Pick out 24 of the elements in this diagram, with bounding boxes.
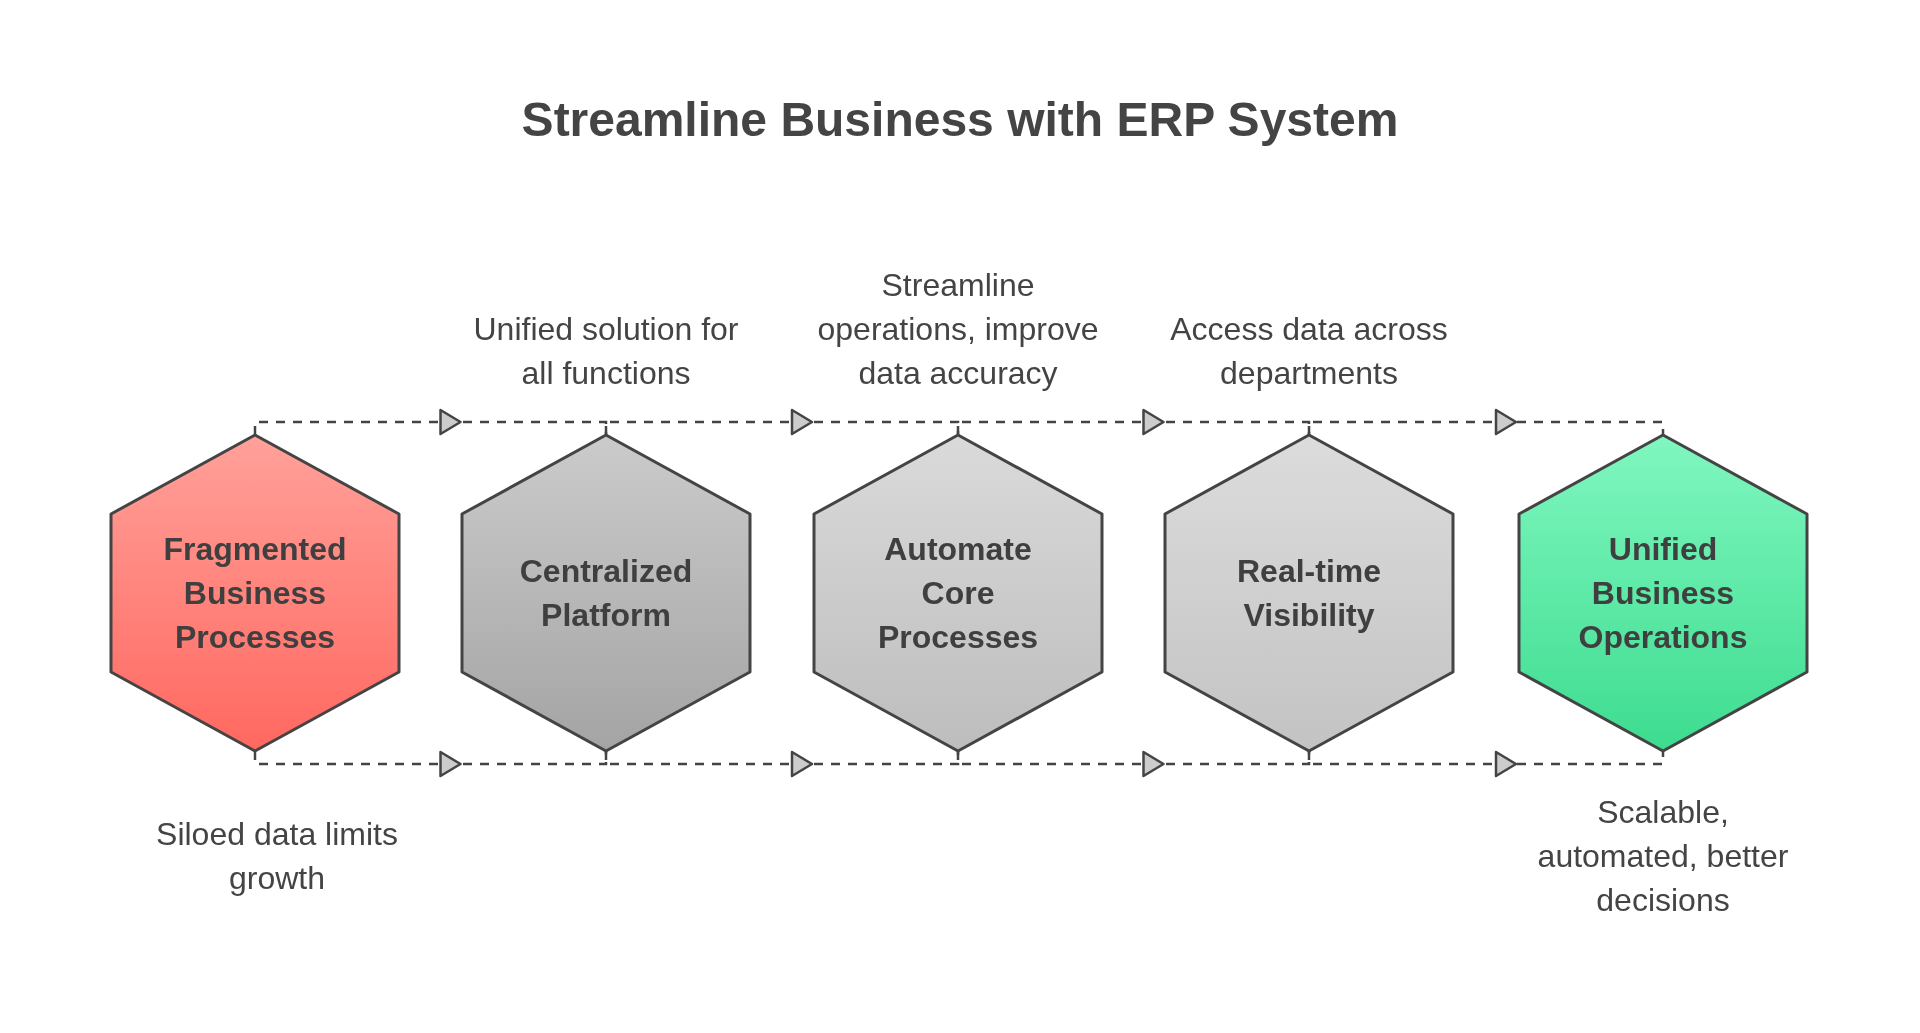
node-label: Centralized Platform	[518, 552, 694, 635]
node-label: Fragmented Business Processes	[162, 530, 348, 657]
dashed-arrow	[1307, 408, 1665, 436]
hexagon-node	[111, 435, 399, 751]
annotation-text: Access data across departments	[1169, 310, 1449, 393]
node-label: Unified Business Operations	[1577, 530, 1749, 657]
dashed-arrow	[956, 750, 1311, 778]
dashed-arrow	[956, 408, 1311, 436]
dashed-arrow	[1307, 750, 1665, 778]
node-label: Automate Core Processes	[876, 530, 1040, 657]
hexagon-node	[1165, 435, 1453, 751]
annotation-text: Unified solution for all functions	[472, 310, 740, 393]
hexagon-node	[462, 435, 750, 751]
dashed-arrow	[253, 408, 608, 436]
hexagon-node	[814, 435, 1102, 751]
node-label: Real-time Visibility	[1235, 552, 1382, 635]
hexagon-node	[1519, 435, 1807, 751]
annotation-text: Siloed data limits growth	[155, 815, 399, 898]
annotation-text: Streamline operations, improve data accuracy	[816, 266, 1100, 393]
dashed-arrow	[604, 750, 960, 778]
diagram-title: Streamline Business with ERP System	[520, 92, 1400, 147]
dashed-arrow	[604, 408, 960, 436]
dashed-arrow	[253, 750, 608, 778]
annotation-text: Scalable, automated, better decisions	[1536, 793, 1790, 920]
